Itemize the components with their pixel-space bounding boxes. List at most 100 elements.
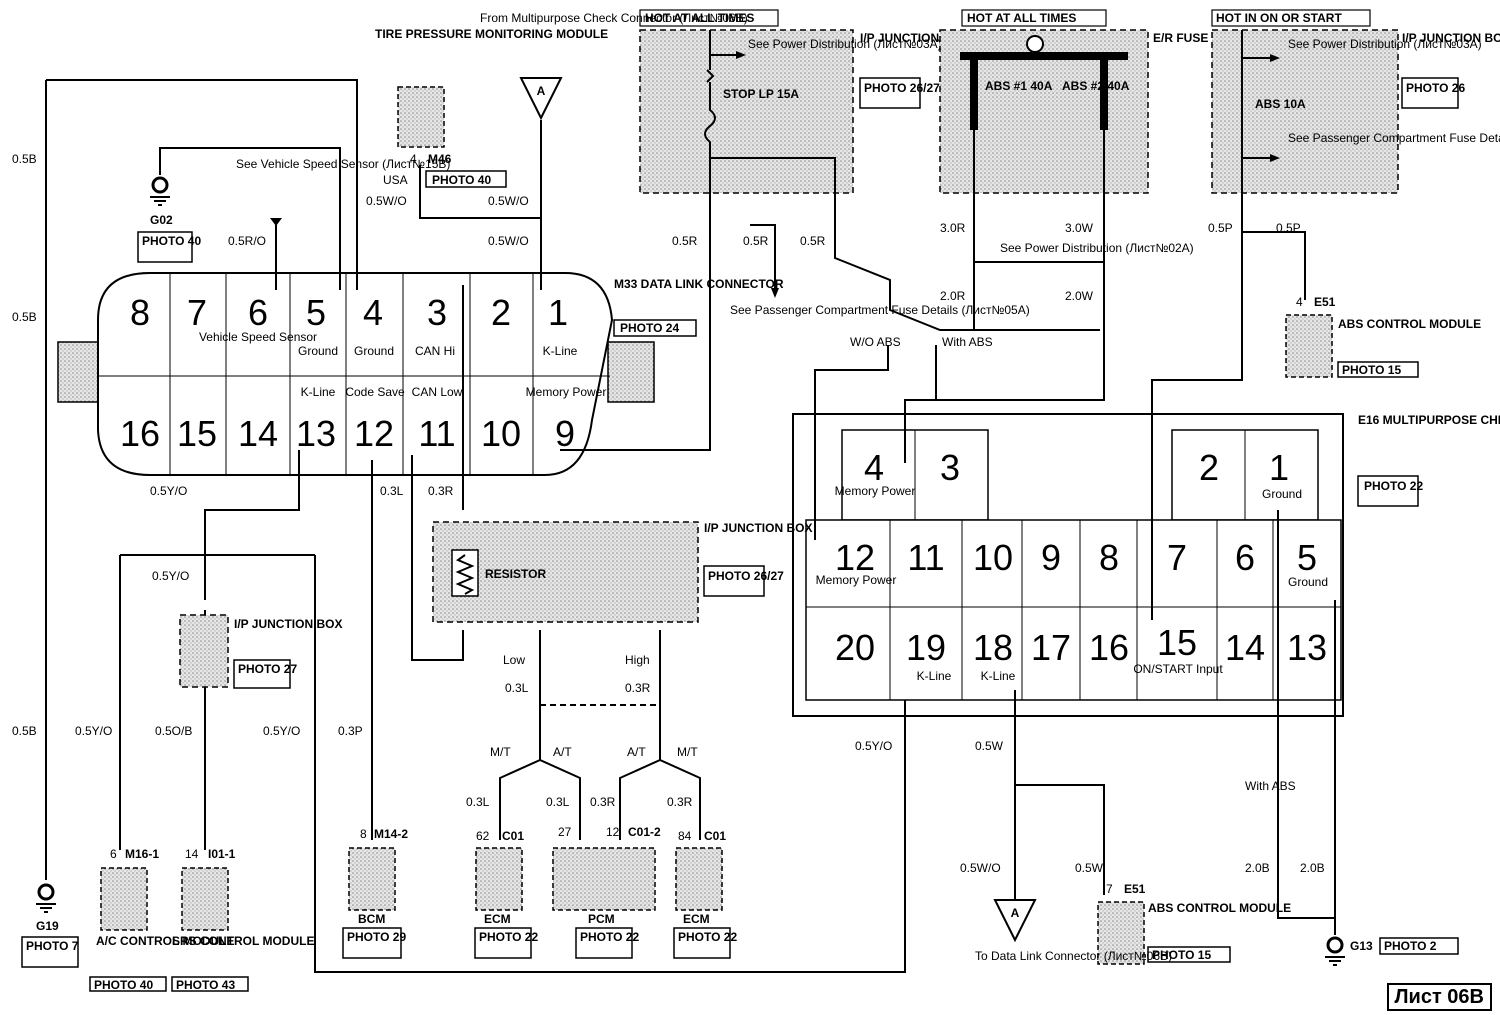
wire-label: 2.0R: [940, 289, 966, 303]
e16-pin-num: 2: [1199, 447, 1219, 488]
ref-pcfd: See Passenger Compartment Fuse Details (…: [730, 303, 1030, 317]
wire-label: 0.3R: [590, 795, 616, 809]
dlc-pin-num: 15: [177, 413, 217, 454]
wire-label: 0.3L: [380, 484, 404, 498]
er-fuse-box: HOT AT ALL TIMES E/R FUSE & RELAY BOX AB…: [939, 9, 1292, 400]
bcm-conn: M14-2: [374, 827, 408, 841]
splice-label: M/T: [677, 745, 698, 759]
dlc-pin-desc: K-Line: [301, 385, 336, 399]
ground-g13: G13 PHOTO 2: [1325, 936, 1459, 966]
ecm2-name: ECM: [683, 912, 710, 926]
abs2-pin: 7: [1106, 882, 1113, 896]
ipjb-mid: RESISTOR I/P JUNCTION BOX PHOTO 26/27: [432, 521, 812, 623]
e16-pin-num: 8: [1099, 537, 1119, 578]
ecm1-conn: C01: [502, 829, 524, 843]
sheet-label: Лист 06В: [1386, 983, 1492, 1011]
g02-name: G02: [150, 213, 173, 227]
g02-photo: PHOTO 40: [142, 234, 201, 248]
e16-pin-desc: Ground: [1288, 575, 1328, 589]
dlc-pin-num: 13: [296, 413, 336, 454]
e16-pin-num: 14: [1225, 627, 1265, 668]
tpms-conn: M46: [428, 152, 452, 166]
connector-a-label: A: [537, 84, 546, 98]
wire-label: 0.5Y/O: [152, 569, 189, 583]
pcm-pin2: 12: [606, 825, 620, 839]
dlc-name: M33 DATA LINK CONNECTOR: [614, 277, 784, 291]
ipjb-right-photo: PHOTO 26: [1406, 81, 1465, 95]
dlc-pin-num: 3: [427, 292, 447, 333]
ac-pin: 6: [110, 847, 117, 861]
splice-label: A/T: [627, 745, 646, 759]
e16-pin-num: 15: [1157, 622, 1197, 663]
connector-a-top: A From Multipurpose Check Connector (Лис…: [480, 11, 748, 121]
wire-label: 0.3R: [625, 681, 651, 695]
srs-module: 14 I01-1 SRS CONTROL MODULE PHOTO 43: [171, 847, 314, 992]
wire-label: 2.0B: [1245, 861, 1270, 875]
tpms-photo: PHOTO 40: [432, 173, 491, 187]
bcm-pin: 8: [360, 827, 367, 841]
dlc-pin-num: 2: [491, 292, 511, 333]
e16-pin-num: 18: [973, 627, 1013, 668]
splice-label: With ABS: [942, 335, 993, 349]
ecm1-pin: 62: [476, 829, 490, 843]
e16-pin-num: 5: [1297, 537, 1317, 578]
ref-vss: See Vehicle Speed Sensor (Лист№15В): [236, 157, 450, 171]
ref-to-dlc: To Data Link Connector (Лист№06В): [975, 949, 1172, 963]
pcm-pin1: 27: [558, 825, 572, 839]
e16-pin-num: 16: [1089, 627, 1129, 668]
wire-label: 0.5R/O: [228, 234, 266, 248]
e16-pin-num: 9: [1041, 537, 1061, 578]
e16-pin-num: 6: [1235, 537, 1255, 578]
srs-photo: PHOTO 43: [176, 978, 235, 992]
wire-label: 0.3R: [428, 484, 454, 498]
wire-label: 0.3L: [546, 795, 570, 809]
wire-label: 0.5B: [12, 310, 37, 324]
abs1-photo: PHOTO 15: [1342, 363, 1401, 377]
wire-label: 0.5W: [975, 739, 1004, 753]
data-link-connector: 8 7 6 5 4 3 2 1 Vehicle Speed Sensor Gro…: [57, 272, 784, 476]
ref-power-dist: See Power Distribution (Лист№02А): [1000, 241, 1194, 255]
e16-pin-num: 11: [907, 537, 944, 578]
wire-label: 0.5B: [12, 724, 37, 738]
abs2-name: ABS CONTROL MODULE: [1148, 901, 1291, 915]
wire-label: 0.5W/O: [488, 194, 529, 208]
bcm-module: 8 M14-2 BCM PHOTO 29: [342, 827, 408, 959]
wire-label: 0.5Y/O: [855, 739, 892, 753]
splice-label: With ABS: [1245, 779, 1296, 793]
dlc-photo: PHOTO 24: [620, 321, 679, 335]
ipjb-top: HOT AT ALL TIMES I/P JUNCTION BOX PHOTO …: [639, 9, 968, 200]
splice-label: M/T: [490, 745, 511, 759]
e16-pin-num: 1: [1269, 447, 1289, 488]
dlc-pin-num: 8: [130, 292, 150, 333]
splice-label: Low: [503, 653, 525, 667]
wire-label: 2.0B: [1300, 861, 1325, 875]
dlc-pin-num: 4: [363, 292, 383, 333]
wire-label: 0.5R: [743, 234, 769, 248]
wire-label: 0.3L: [505, 681, 529, 695]
dlc-pin-desc: CAN Low: [412, 385, 463, 399]
srs-pin: 14: [185, 847, 199, 861]
fuse-stop-lp: STOP LP 15A: [723, 87, 799, 101]
dlc-pin-desc: Ground: [354, 344, 394, 358]
g13-photo: PHOTO 2: [1384, 939, 1437, 953]
fuse-abs2: ABS #2 40A: [1062, 79, 1130, 93]
dlc-pin-num: 12: [354, 413, 394, 454]
ipjb-top-header: HOT AT ALL TIMES: [645, 11, 754, 25]
e16-pin-num: 4: [864, 447, 884, 488]
wire-label: 0.5W: [1075, 861, 1104, 875]
ground-icon: [37, 883, 55, 901]
ipjb-right-note2: See Passenger Compartment Fuse Details (…: [1288, 131, 1500, 145]
ipjb-mid-photo: PHOTO 26/27: [708, 569, 784, 583]
e16-pin-desc: ON/START Input: [1133, 662, 1223, 676]
ipjb-mid-name: I/P JUNCTION BOX: [704, 521, 812, 535]
srs-conn: I01-1: [208, 847, 236, 861]
wire-label: 0.5W/O: [488, 234, 529, 248]
e16-pin-desc: K-Line: [981, 669, 1016, 683]
e16-pin-desc: K-Line: [917, 669, 952, 683]
abs2-module: 7 E51 ABS CONTROL MODULE PHOTO 15: [1097, 882, 1291, 965]
fuse-abs1: ABS #1 40A: [985, 79, 1053, 93]
wire-label: 0.5Y/O: [263, 724, 300, 738]
ac-photo: PHOTO 40: [94, 978, 153, 992]
ac-name: A/C CONTROL MODULE: [96, 934, 234, 948]
wire-label: 0.5R: [800, 234, 826, 248]
